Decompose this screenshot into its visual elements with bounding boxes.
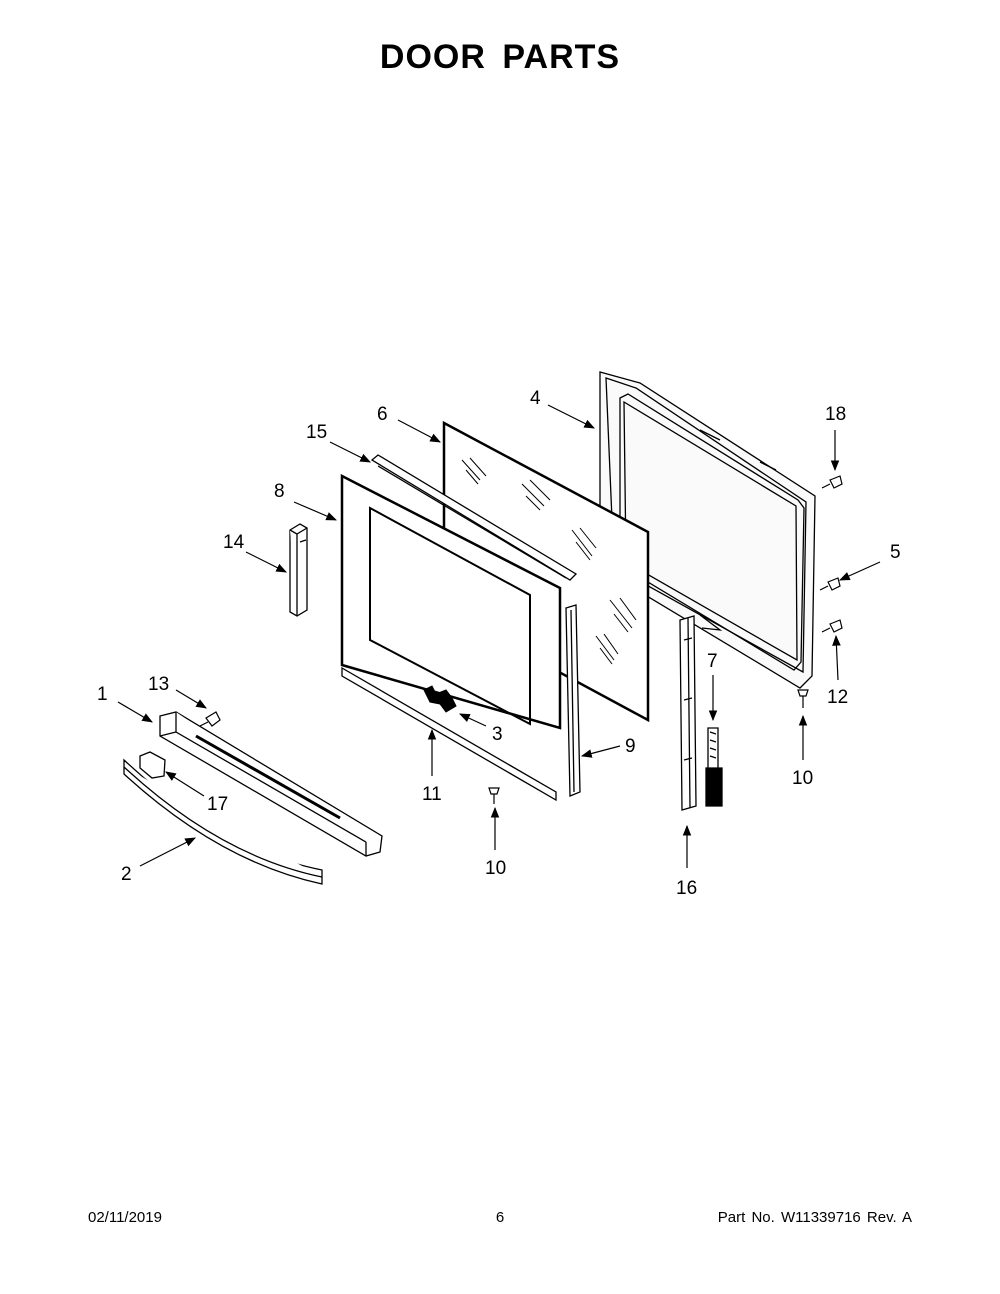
outer-door-glass-part (340, 473, 562, 730)
callout-18: 18 (825, 404, 846, 425)
side-trim-part (565, 604, 581, 797)
callout-6: 6 (377, 404, 388, 425)
top-trim-part (370, 454, 578, 581)
hinge-part (705, 727, 723, 807)
callout-leaders (117, 404, 881, 868)
callout-10: 10 (485, 858, 506, 879)
hinge-receptacle-part (679, 615, 697, 811)
end-cap-part (139, 751, 166, 779)
callout-5: 5 (890, 542, 901, 563)
callout-13: 13 (148, 674, 169, 695)
page-title: DOOR PARTS (379, 38, 621, 76)
callout-16: 16 (676, 878, 697, 899)
callout-3: 3 (492, 724, 503, 745)
callout-1: 1 (97, 684, 108, 705)
callout-labels: 1 2 3 4 5 6 7 8 9 10 10 11 12 13 14 15 1… (97, 388, 901, 899)
footer-part-number: Part No. W11339716 Rev. A (717, 1209, 912, 1226)
callout-12: 12 (827, 687, 848, 708)
callout-7: 7 (707, 651, 718, 672)
screw-part (199, 475, 843, 804)
handle-bracket-part (159, 711, 383, 857)
callout-14: 14 (223, 532, 245, 553)
callout-11: 11 (422, 784, 442, 805)
spacer-part (289, 523, 308, 617)
bottom-trim-part (341, 666, 557, 802)
handle-part (123, 758, 323, 885)
callout-17: 17 (207, 794, 228, 815)
footer-page-number: 6 (495, 1209, 505, 1226)
callout-9: 9 (625, 736, 636, 757)
callout-4: 4 (530, 388, 541, 409)
callout-8: 8 (274, 481, 285, 502)
callout-15: 15 (306, 422, 327, 443)
inner-door-frame-part (599, 371, 816, 689)
footer-date: 02/11/2019 (88, 1209, 162, 1226)
callout-10: 10 (792, 768, 813, 789)
callout-2: 2 (121, 864, 132, 885)
